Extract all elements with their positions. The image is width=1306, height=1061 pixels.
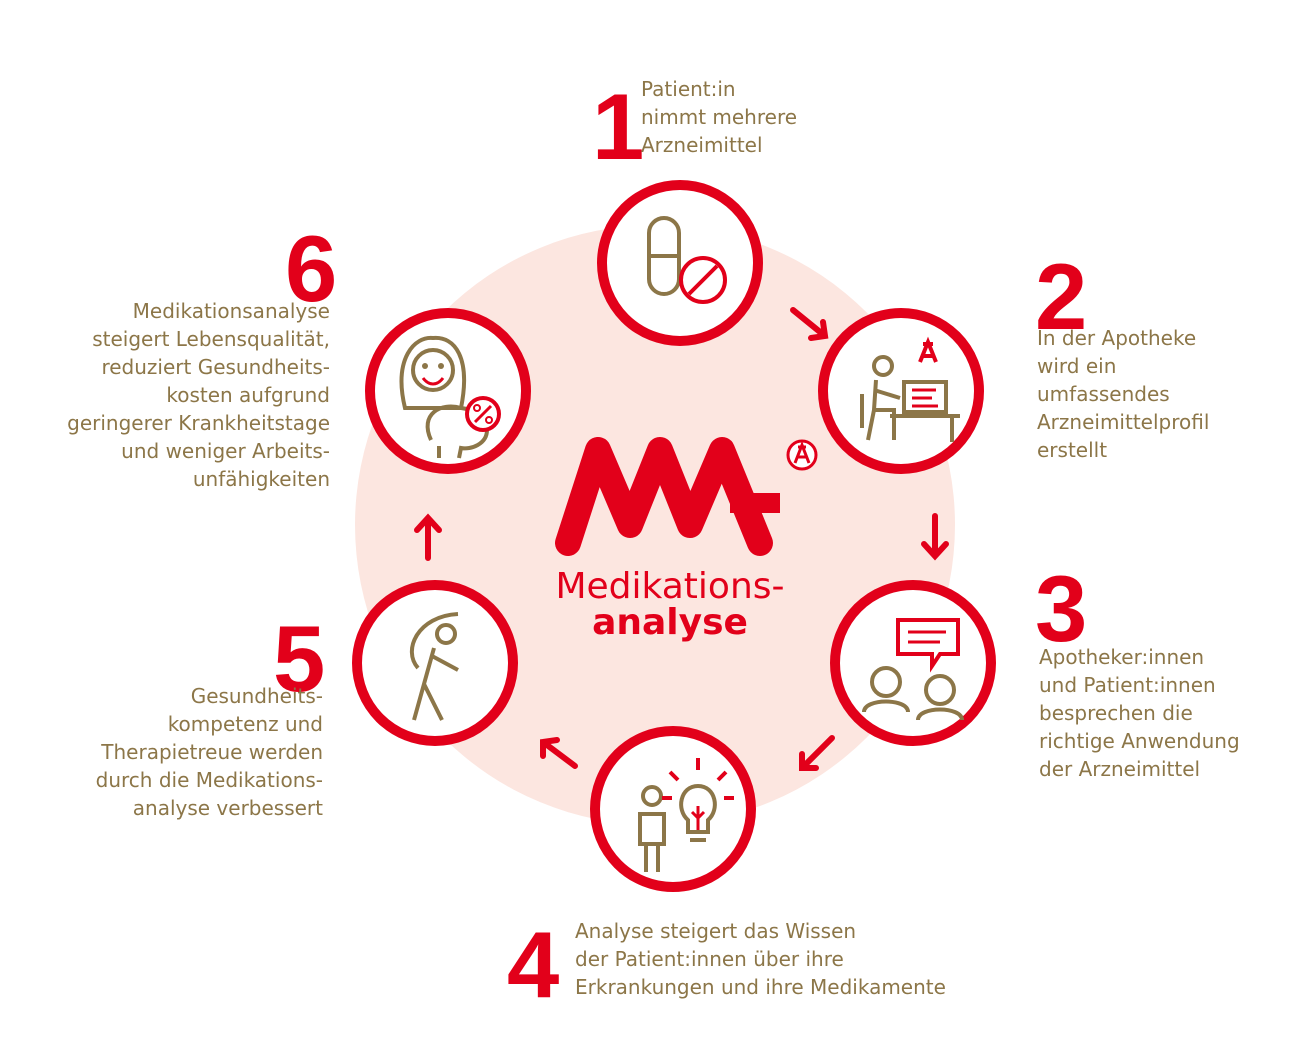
arrow-1-to-2: [790, 307, 829, 341]
arrow-2-to-3: [921, 513, 949, 561]
step-3-circle: [830, 580, 996, 746]
ma-logo: [555, 437, 818, 556]
arrow-5-to-6: [414, 513, 442, 561]
step-4-circle: [590, 726, 756, 892]
center-title-line2: analyse: [592, 602, 748, 643]
stretching-person-icon: [409, 612, 459, 721]
step-5-number: 5: [273, 606, 326, 711]
arrow-4-to-5: [540, 737, 578, 769]
consultation-icon: [862, 618, 964, 721]
step-1-number: 1: [592, 74, 645, 179]
pills-icon: [647, 216, 727, 304]
step-5-circle: [352, 580, 518, 746]
woman-piggybank-icon: [399, 335, 501, 459]
center-title-line1: Medikations-: [555, 566, 785, 607]
step-6-circle: [365, 308, 531, 474]
arrow-3-to-4: [799, 735, 835, 771]
step-1-circle: [597, 180, 763, 346]
step-3-number: 3: [1035, 556, 1088, 661]
step-2-number: 2: [1035, 244, 1088, 349]
step-6-number: 6: [285, 216, 338, 321]
step-2-circle: [818, 308, 984, 474]
pharmacist-desk-icon: [860, 336, 960, 442]
step-4-number: 4: [507, 912, 560, 1017]
person-lightbulb-icon: [638, 758, 734, 872]
